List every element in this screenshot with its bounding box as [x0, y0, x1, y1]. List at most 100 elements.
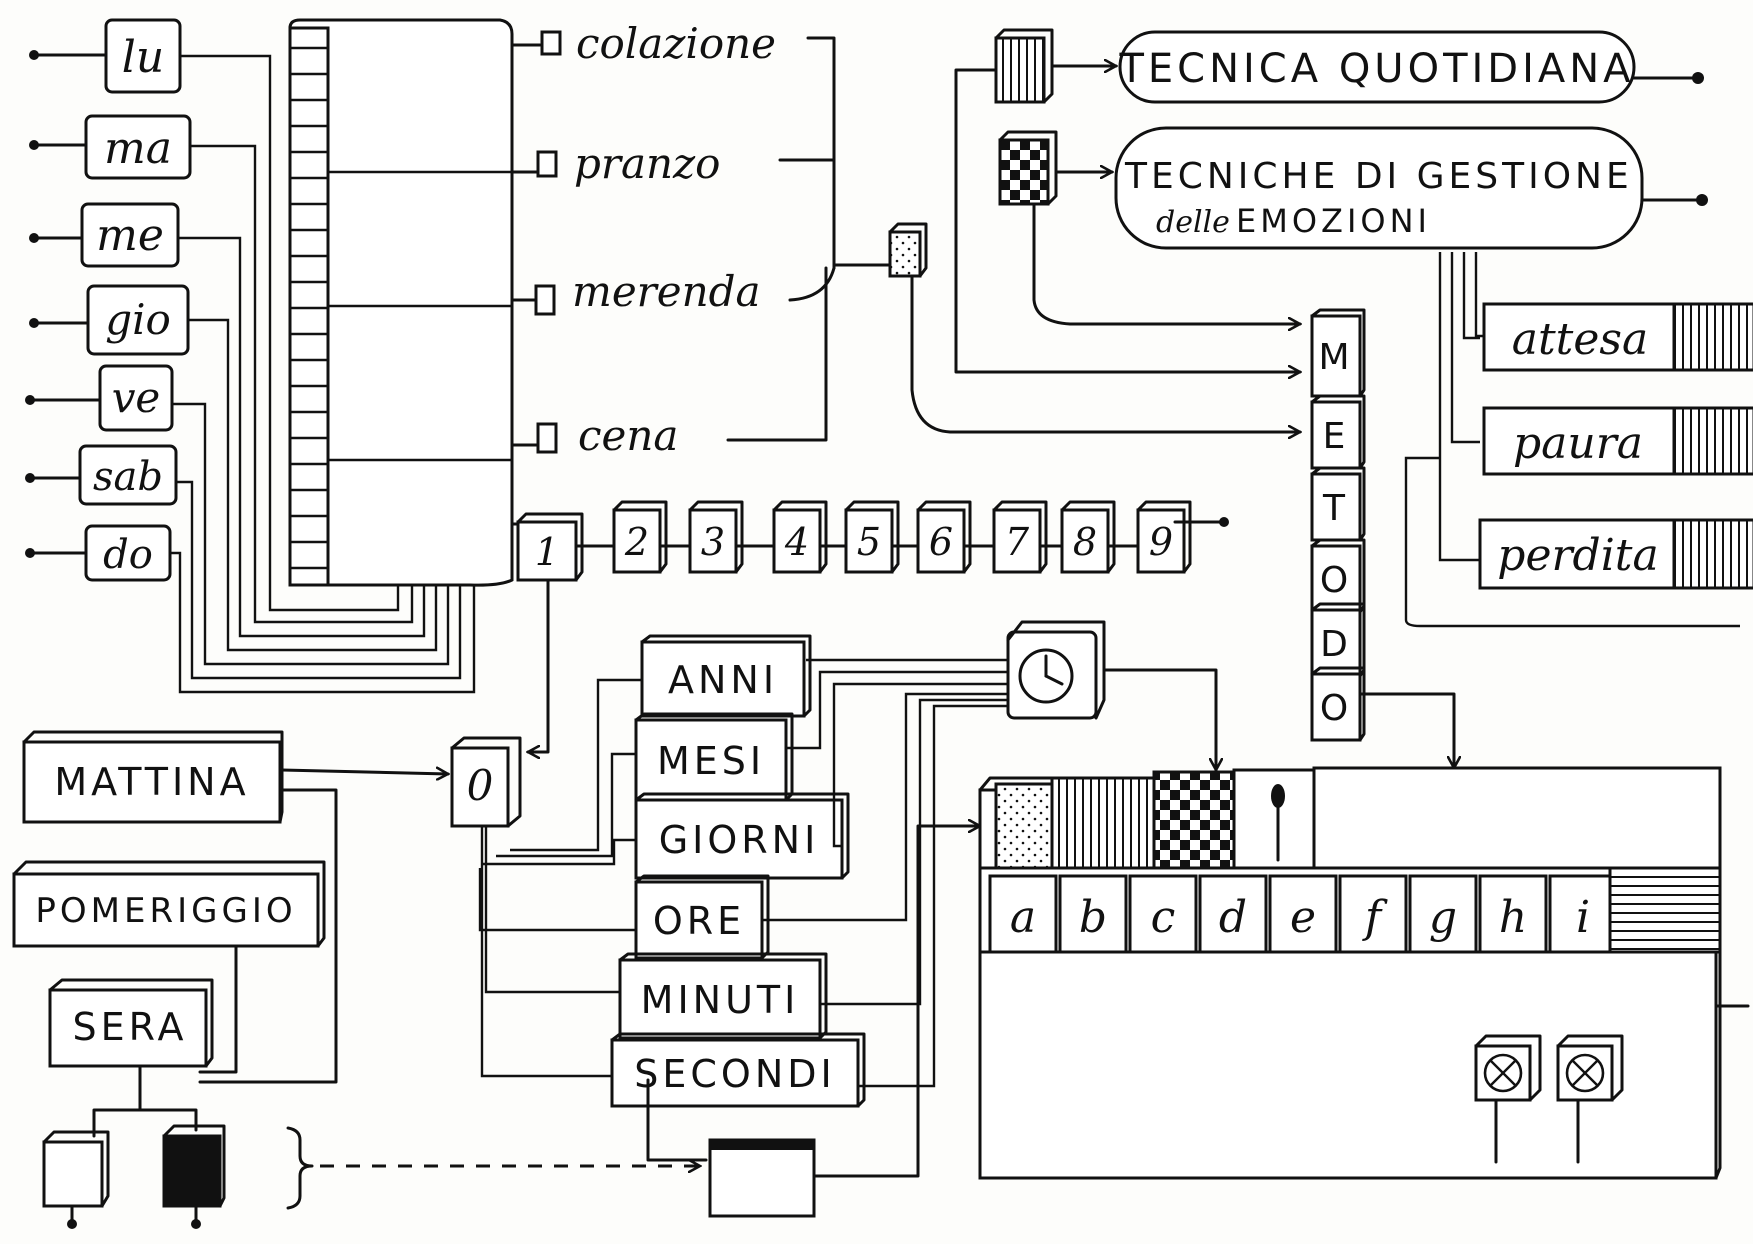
- days-group: lu ma me gio ve sab do: [25, 18, 476, 694]
- day-label: sab: [93, 454, 163, 500]
- meal-label: colazione: [576, 19, 776, 68]
- metodo-letter-box: T: [1310, 466, 1366, 542]
- time-units: ANNI MESI GIORNI ORE MINUTI SECONDI: [610, 634, 866, 1108]
- emotion-label: perdita: [1497, 530, 1658, 581]
- meal-label: cena: [578, 411, 678, 460]
- technique-emotions-delle: delle: [1156, 205, 1230, 240]
- alphabet-cell-d: d: [1198, 874, 1268, 954]
- metodo-letter-box: O: [1310, 538, 1366, 614]
- alphabet-letter: a: [1010, 892, 1036, 943]
- number-label: 1: [535, 530, 559, 574]
- techniques-group: TECNICA QUOTIDIANA TECNICHE DI GESTIONE …: [954, 28, 1708, 372]
- number-label: 5: [857, 520, 881, 564]
- emotion-label: paura: [1513, 418, 1643, 469]
- x-box-1: [1474, 1034, 1542, 1164]
- number-label: 7: [1005, 520, 1030, 564]
- schedule-ticks: [290, 46, 328, 570]
- day-box-lu: lu: [104, 18, 182, 94]
- time-unit-label: ANNI: [668, 658, 778, 702]
- time-unit-ore: ORE: [634, 874, 770, 960]
- zero-label: 0: [467, 761, 494, 810]
- emotion-paura: paura: [1482, 406, 1753, 476]
- striped-cube: [994, 28, 1054, 104]
- meal-pranzo: pranzo: [536, 139, 720, 188]
- day-label: do: [103, 532, 153, 578]
- alphabet-cell-e: e: [1268, 874, 1338, 954]
- metodo-letter: E: [1323, 416, 1350, 457]
- meal-cena: cena: [536, 411, 678, 460]
- day-part-pomeriggio: POMERIGGIO: [12, 860, 326, 948]
- day-box-gio: gio: [86, 284, 190, 356]
- number-label: 2: [624, 520, 649, 564]
- day-label: ve: [112, 373, 161, 422]
- x-box-2: [1556, 1034, 1624, 1164]
- day-label: ma: [104, 123, 172, 174]
- number-label: 6: [929, 520, 953, 564]
- time-unit-secondi: SECONDI: [610, 1032, 866, 1108]
- metodo-letter-box: O: [1310, 666, 1366, 742]
- technique-daily: TECNICA QUOTIDIANA: [1118, 30, 1636, 104]
- day-box-me: me: [80, 202, 180, 268]
- day-part-mattina: MATTINA: [22, 730, 284, 824]
- time-unit-label: SECONDI: [634, 1052, 835, 1096]
- metodo-letter-box: M: [1310, 308, 1366, 398]
- time-unit-giorni: GIORNI: [634, 792, 850, 880]
- time-unit-label: ORE: [653, 899, 745, 943]
- alphabet-cell-b: b: [1058, 874, 1128, 954]
- time-unit-label: GIORNI: [659, 818, 820, 862]
- day-box-sab: sab: [78, 444, 178, 506]
- day-label: lu: [122, 32, 164, 83]
- alphabet-cell-a: a: [988, 874, 1058, 954]
- metodo-letter: O: [1320, 560, 1352, 601]
- time-unit-mesi: MESI: [634, 712, 794, 802]
- alphabet-letter: h: [1499, 892, 1527, 943]
- day-part-sera: SERA: [48, 978, 214, 1068]
- meals-group: colazione pranzo merenda cena: [510, 19, 1300, 460]
- technique-emotions: TECNICHE DI GESTIONE delle EMOZIONI: [1114, 126, 1644, 250]
- day-wires: [170, 54, 476, 694]
- clock-box: [1006, 620, 1106, 720]
- day-parts-group: MATTINA POMERIGGIO SERA: [12, 730, 700, 1229]
- day-part-label: MATTINA: [54, 760, 249, 804]
- metodo-letter: M: [1318, 337, 1353, 378]
- number-label: 3: [701, 520, 725, 564]
- day-part-label: SERA: [73, 1005, 188, 1049]
- black-cube: [162, 1124, 226, 1229]
- checker-cube: [998, 130, 1058, 206]
- metodo-letter: O: [1320, 688, 1352, 729]
- alphabet-letter: e: [1290, 892, 1316, 943]
- day-box-ma: ma: [84, 114, 192, 180]
- time-unit-label: MESI: [657, 739, 765, 783]
- number-box-3: 3: [658, 500, 744, 574]
- number-label: 9: [1149, 520, 1173, 564]
- metodo-letter: T: [1322, 488, 1349, 529]
- technique-emotions-line2: EMOZIONI: [1236, 202, 1431, 240]
- time-unit-minuti: MINUTI: [618, 952, 828, 1040]
- emotion-label: attesa: [1512, 314, 1648, 365]
- meal-label: merenda: [572, 267, 761, 316]
- metodo-letter: D: [1320, 624, 1352, 665]
- alphabet-cell-i: i: [1548, 874, 1618, 954]
- number-label: 8: [1073, 520, 1097, 564]
- schedule-block: [288, 18, 514, 587]
- alphabet-letter: d: [1219, 892, 1247, 943]
- alphabet-letter: c: [1151, 892, 1176, 943]
- metodo-letter-box: D: [1310, 602, 1366, 678]
- time-group: ANNI MESI GIORNI ORE MINUTI SECONDI 0: [450, 620, 1216, 1108]
- technique-emotions-line1: TECNICHE DI GESTIONE: [1124, 156, 1633, 197]
- day-part-label: POMERIGGIO: [35, 891, 296, 931]
- alphabet-cell-g: g: [1408, 874, 1478, 954]
- number-box-8: 8: [1038, 500, 1116, 574]
- number-box-7: 7: [962, 500, 1048, 574]
- number-box-9: 9: [1106, 500, 1192, 574]
- emotions-group: attesa paura perdita: [1404, 252, 1753, 628]
- dotted-cube: [888, 222, 928, 278]
- day-label: me: [96, 210, 164, 261]
- metodo-letter-box: E: [1310, 394, 1366, 470]
- number-label: 4: [784, 520, 809, 564]
